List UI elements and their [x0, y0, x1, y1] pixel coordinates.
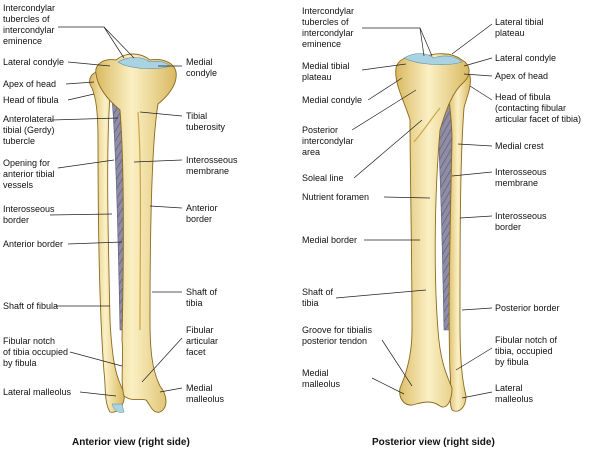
- label-anterior-gerdy-tubercle: Anterolateral tibial (Gerdy) tubercle: [3, 114, 55, 146]
- label-posterior-interosseous-border: Interosseous border: [495, 211, 547, 232]
- anterior-tibial-crest: [137, 111, 142, 331]
- leader-lines: [49, 23, 493, 399]
- label-posterior-shaft-tibia: Shaft of tibia: [302, 287, 334, 308]
- label-anterior-fibular-notch: Fibular notch of tibia occupied by fibul…: [3, 336, 69, 368]
- label-posterior-lateral-plateau: Lateral tibial plateau: [495, 17, 544, 38]
- label-posterior-lateral-malleolus: Lateral malleolus: [495, 383, 534, 404]
- label-anterior-interosseous-border: Interosseous border: [3, 204, 55, 225]
- posterior-view-illustration: [395, 53, 471, 412]
- anterior-malleolus-cartilage: [111, 403, 125, 413]
- label-posterior-intercondylar: Intercondylar tubercles of intercondylar…: [302, 6, 355, 49]
- label-posterior-medial-crest: Medial crest: [495, 141, 544, 151]
- anterior-view-illustration: [89, 53, 177, 413]
- label-anterior-anterior-border-right: Anterior border: [186, 203, 218, 224]
- label-anterior-shaft-fibula: Shaft of fibula: [3, 301, 59, 311]
- label-anterior-shaft-tibia: Shaft of tibia: [186, 287, 218, 308]
- label-posterior-fibular-notch: Fibular notch of tibia, occupied by fibu…: [495, 335, 558, 367]
- label-anterior-fibular-facet: Fibular articular facet: [186, 325, 219, 357]
- label-anterior-lateral-condyle: Lateral condyle: [3, 57, 65, 67]
- label-posterior-intercondylar-area: Posterior intercondylar area: [302, 125, 354, 157]
- label-posterior-groove-tibialis: Groove for tibialis posterior tendon: [302, 325, 373, 346]
- label-posterior-soleal-line: Soleal line: [302, 173, 344, 183]
- label-anterior-intercondylar: Intercondylar tubercles of intercondylar…: [3, 3, 56, 46]
- label-posterior-medial-condyle: Medial condyle: [302, 95, 363, 105]
- label-posterior-head-fibula: Head of fibula (contacting fibular artic…: [495, 92, 582, 124]
- label-posterior-lateral-condyle: Lateral condyle: [495, 53, 557, 63]
- label-posterior-posterior-border: Posterior border: [495, 303, 560, 313]
- label-anterior-medial-malleolus: Medial malleolus: [186, 383, 225, 404]
- posterior-soleal-line: [413, 107, 441, 143]
- label-anterior-apex-head: Apex of head: [3, 79, 57, 89]
- label-posterior-interosseous-membrane: Interosseous membrane: [495, 167, 547, 188]
- label-posterior-medial-border: Medial border: [302, 235, 358, 245]
- posterior-fibula: [447, 68, 471, 412]
- label-posterior-nutrient-foramen: Nutrient foramen: [302, 192, 370, 202]
- label-posterior-apex-head: Apex of head: [495, 71, 549, 81]
- caption-anterior-view: Anterior view (right side): [72, 437, 190, 448]
- label-anterior-lateral-malleolus: Lateral malleolus: [3, 387, 72, 397]
- anterior-tibia: [95, 53, 177, 413]
- label-anterior-interosseous-membrane: Interosseous membrane: [186, 155, 238, 176]
- label-anterior-opening-vessels: Opening for anterior tibial vessels: [3, 158, 55, 190]
- anterior-plateau-cartilage: [117, 57, 171, 69]
- label-posterior-medial-malleolus: Medial malleolus: [302, 368, 341, 389]
- caption-posterior-view: Posterior view (right side): [372, 437, 495, 448]
- label-posterior-medial-plateau: Medial tibial plateau: [302, 61, 350, 82]
- label-anterior-tibial-tuberosity: Tibial tuberosity: [186, 111, 226, 132]
- label-anterior-anterior-border-left: Anterior border: [3, 239, 64, 249]
- label-anterior-medial-condyle: Medial condyle: [186, 57, 218, 78]
- posterior-plateau-cartilage: [403, 53, 463, 65]
- label-anterior-head-fibula: Head of fibula: [3, 95, 59, 105]
